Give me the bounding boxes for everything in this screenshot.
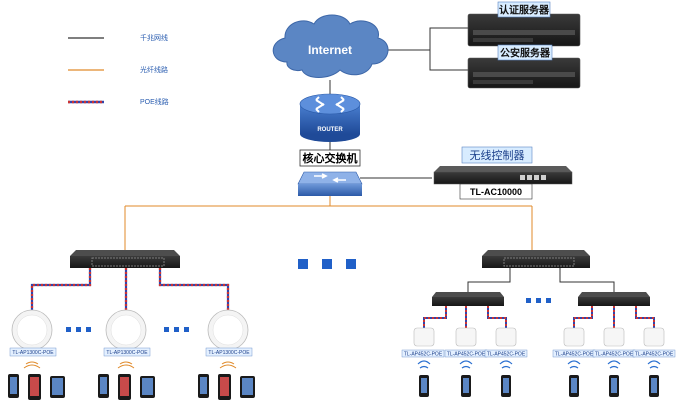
right-ap-6: TL-AP452C-POE bbox=[632, 327, 676, 358]
right-phones-icon bbox=[419, 375, 659, 397]
right-phone-screens bbox=[421, 378, 657, 393]
poe-left-ap3 bbox=[158, 268, 230, 310]
wire-cloud-police-server bbox=[429, 50, 478, 71]
right-aggregation-switch bbox=[482, 250, 590, 268]
left-ap-ellipsis-2 bbox=[164, 327, 189, 332]
left-wifi-signals-icon bbox=[23, 361, 237, 369]
right-client-devices bbox=[417, 360, 661, 397]
right-switch-top bbox=[482, 250, 590, 256]
controller-ports bbox=[520, 175, 546, 180]
left-switch-front bbox=[70, 256, 180, 268]
internet-label: Internet bbox=[308, 43, 352, 57]
left-phones-icon bbox=[8, 374, 255, 400]
left-switch-ports bbox=[91, 257, 165, 267]
core-switch: 核心交换机 bbox=[297, 149, 363, 196]
right-ap-2-label: TL-AP452C-POE bbox=[447, 352, 486, 358]
left-ap-group: TL-AP1300C-POE TL-AP1300C-POE TL-AP1300C… bbox=[9, 309, 253, 357]
left-ap-ellipsis-1 bbox=[66, 327, 91, 332]
controller-name-label: 无线控制器 bbox=[470, 148, 525, 162]
left-ap-1-label: TL-AP1300C-POE bbox=[12, 350, 54, 356]
police-server: 公安服务器 bbox=[467, 44, 581, 89]
internet-cloud: Internet bbox=[272, 14, 389, 78]
police-server-label: 公安服务器 bbox=[500, 47, 551, 60]
left-ap-2-label: TL-AP1300C-POE bbox=[106, 350, 148, 356]
poe-left-ap3-dash bbox=[158, 268, 230, 310]
router-arrows-icon bbox=[315, 96, 345, 113]
right-sub-switch-1 bbox=[432, 292, 504, 306]
police-server-bay bbox=[473, 72, 575, 77]
wire-cloud-auth-server bbox=[380, 27, 478, 51]
auth-server-label: 认证服务器 bbox=[499, 4, 550, 17]
left-phone-screens bbox=[10, 377, 253, 396]
controller-front bbox=[433, 171, 573, 185]
right-wifi-signals-icon bbox=[417, 360, 661, 369]
left-ap-3: TL-AP1300C-POE bbox=[205, 309, 253, 357]
right-ap-4-label: TL-AP452C-POE bbox=[555, 352, 594, 358]
router: ROUTER bbox=[299, 93, 361, 142]
core-switch-arrows-icon bbox=[314, 173, 346, 183]
auth-server: 认证服务器 bbox=[467, 1, 581, 47]
right-ap-6-label: TL-AP452C-POE bbox=[635, 352, 674, 358]
left-ap-3-label: TL-AP1300C-POE bbox=[208, 350, 250, 356]
left-switch-top bbox=[70, 250, 180, 256]
core-switch-label: 核心交换机 bbox=[303, 151, 358, 165]
auth-server-bay2 bbox=[473, 38, 533, 42]
left-client-devices bbox=[8, 361, 255, 400]
wireless-controller: 无线控制器 TL-AC10000 bbox=[433, 146, 573, 200]
ellipsis-dot-2 bbox=[322, 259, 332, 269]
right-ap-3-label: TL-AP452C-POE bbox=[487, 352, 526, 358]
police-server-bay2 bbox=[473, 80, 533, 84]
right-ap-5: TL-AP452C-POE bbox=[592, 327, 636, 358]
right-ap-1-label: TL-AP452C-POE bbox=[404, 352, 443, 358]
right-switch-front bbox=[482, 256, 590, 268]
police-server-label-box bbox=[497, 44, 553, 61]
auth-server-label-box bbox=[497, 1, 551, 18]
ellipsis-dot-3 bbox=[346, 259, 356, 269]
cloud-shape bbox=[272, 14, 389, 78]
left-ap-1: TL-AP1300C-POE bbox=[9, 309, 57, 357]
right-ap-3: TL-AP452C-POE bbox=[484, 327, 528, 358]
right-ap-1: TL-AP452C-POE bbox=[401, 327, 445, 358]
controller-top bbox=[434, 166, 572, 172]
left-ap-2: TL-AP1300C-POE bbox=[103, 309, 151, 357]
right-sub-switch-2 bbox=[578, 292, 650, 306]
poe-left-ap1 bbox=[30, 268, 92, 310]
router-label: ROUTER bbox=[317, 127, 343, 133]
right-poe-cables bbox=[423, 306, 655, 328]
right-ap-2: TL-AP452C-POE bbox=[444, 327, 488, 358]
controller-name-box bbox=[461, 146, 533, 164]
right-distribution-wires bbox=[467, 268, 615, 295]
ellipsis-dot-1 bbox=[298, 259, 308, 269]
core-switch-body bbox=[298, 184, 362, 196]
right-ap-5-label: TL-AP452C-POE bbox=[595, 352, 634, 358]
left-poe-cables bbox=[30, 268, 230, 310]
controller-model-box bbox=[459, 183, 533, 200]
right-ap-4: TL-AP452C-POE bbox=[552, 327, 596, 358]
core-switch-label-box bbox=[299, 149, 361, 167]
uplink-wires bbox=[124, 27, 533, 255]
right-switch-ellipsis bbox=[526, 298, 551, 303]
right-ap-group: TL-AP452C-POE TL-AP452C-POE TL-AP452C-PO… bbox=[401, 327, 676, 358]
legend-poe-label: POE线路 bbox=[140, 97, 169, 106]
legend-fiber-label: 光纤线路 bbox=[140, 65, 168, 74]
core-switch-top bbox=[297, 171, 363, 185]
router-top bbox=[299, 93, 361, 115]
right-switch-ports bbox=[503, 257, 575, 267]
middle-ellipsis bbox=[298, 259, 356, 269]
legend-gigabit-label: 千兆网线 bbox=[140, 33, 168, 42]
left-access-switch bbox=[70, 250, 180, 268]
poe-left-ap1-dash bbox=[30, 268, 92, 310]
auth-server-bay bbox=[473, 30, 575, 35]
legend: 千兆网线 光纤线路 POE线路 bbox=[68, 33, 169, 106]
controller-model-label: TL-AC10000 bbox=[470, 187, 522, 197]
